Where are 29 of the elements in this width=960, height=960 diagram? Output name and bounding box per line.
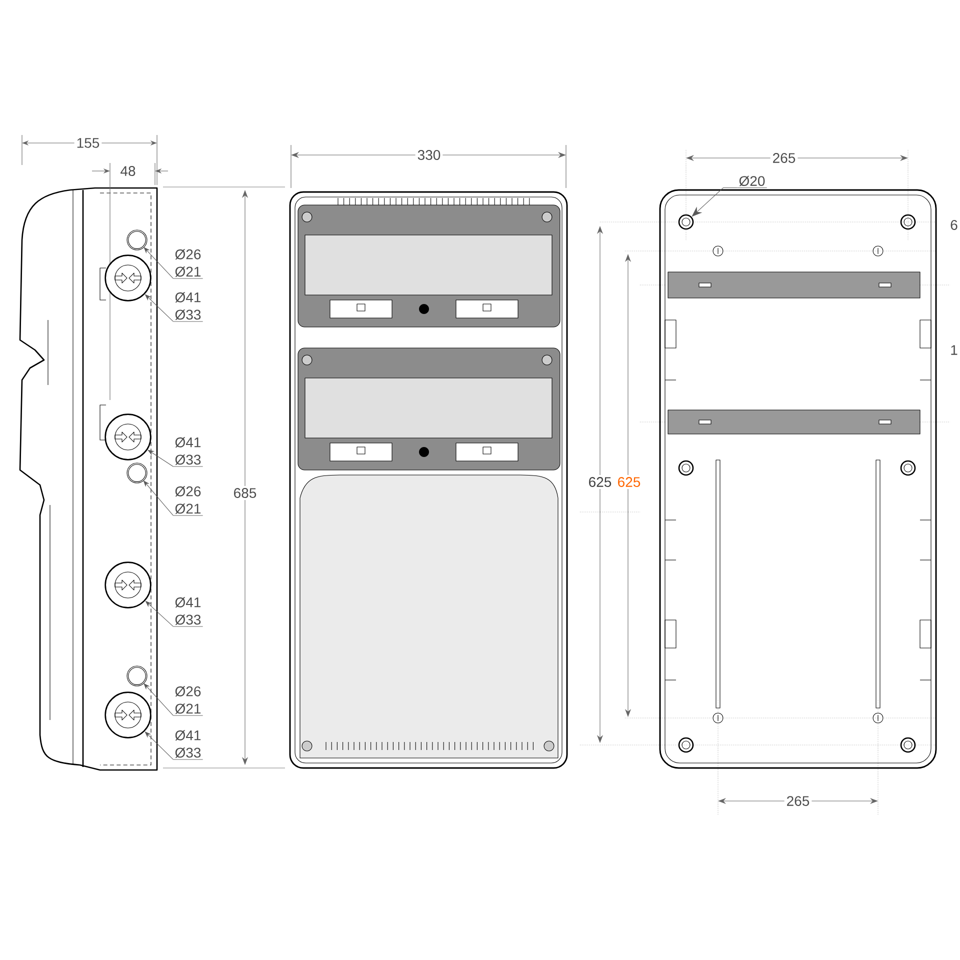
callout-label: Ø41 Ø33 [172,730,204,760]
dimension-label: 330 [415,148,443,162]
callout-label: Ø41 Ø33 [172,437,204,467]
callout-label: Ø41 Ø33 [172,292,204,322]
knockout-hole [126,230,148,250]
knockout-hole [126,462,148,484]
cable-gland [104,562,152,608]
dimension-label: 625 [615,475,643,489]
leader-line [148,450,174,467]
dimension-label: 265 [784,794,812,808]
cable-gland [104,414,152,460]
dimension-label: 155 [74,136,102,150]
dimension-label: 6 [948,218,960,232]
leader-line [144,247,174,279]
callout-label: Ø41 Ø33 [172,597,204,627]
dimension-label: 265 [770,151,798,165]
callout-label: Ø26 Ø21 [172,486,204,516]
callout-label: Ø26 Ø21 [172,686,204,716]
callout-label: Ø20 [736,176,768,188]
cable-gland [104,692,152,738]
knockout-hole [126,666,148,686]
dimension-label: 48 [118,164,138,178]
cable-gland [104,254,152,302]
leader-line [692,188,738,217]
dimension-label: 1 [948,343,960,357]
callout-label: Ø26 Ø21 [172,249,204,279]
dimension-label: 625 [586,475,614,489]
dimension-label: 685 [231,486,259,500]
mounting-hole [678,214,694,230]
